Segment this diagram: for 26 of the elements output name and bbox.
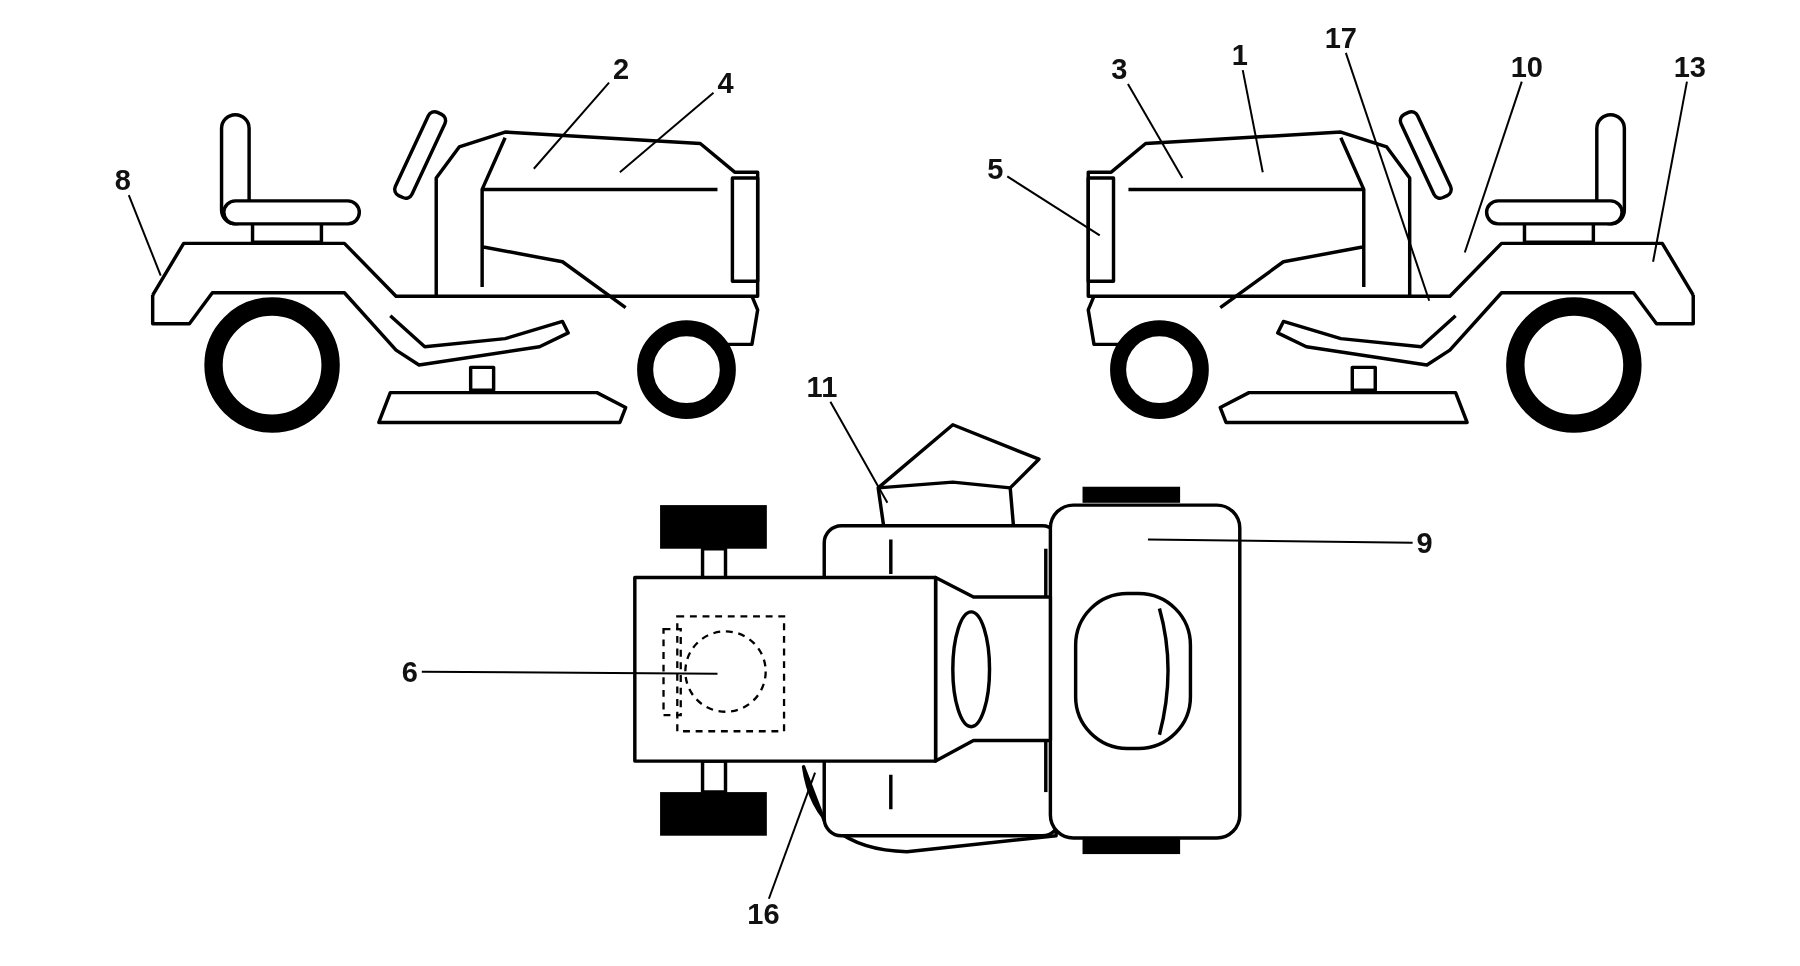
- callout-number: 11: [804, 371, 840, 403]
- callout-number: 16: [745, 898, 782, 930]
- leader-line: [420, 670, 719, 675]
- leader-line: [532, 81, 611, 170]
- leader-line: [1652, 80, 1688, 263]
- leader-line: [1463, 80, 1523, 254]
- leader-line: [1344, 51, 1431, 302]
- leader-line: [829, 400, 889, 504]
- callout-number: 6: [399, 656, 420, 688]
- leader-line: [1006, 175, 1101, 237]
- callout-number: 3: [1109, 53, 1130, 85]
- callout-number: 13: [1671, 51, 1708, 83]
- callout-number: 4: [715, 67, 736, 99]
- callout-number: 10: [1508, 51, 1545, 83]
- callout-number: 17: [1322, 22, 1359, 54]
- leader-line: [1146, 538, 1414, 544]
- leader-line: [1126, 82, 1184, 179]
- leader-line: [618, 91, 715, 174]
- callout-number: 2: [610, 53, 632, 85]
- callout-number: 9: [1414, 527, 1435, 559]
- callout-number: 1: [1229, 39, 1250, 71]
- callout-number: 5: [985, 153, 1006, 185]
- leader-line: [1241, 69, 1264, 174]
- leader-line: [767, 771, 817, 900]
- callout-number: 8: [112, 164, 133, 196]
- leader-line: [127, 194, 162, 277]
